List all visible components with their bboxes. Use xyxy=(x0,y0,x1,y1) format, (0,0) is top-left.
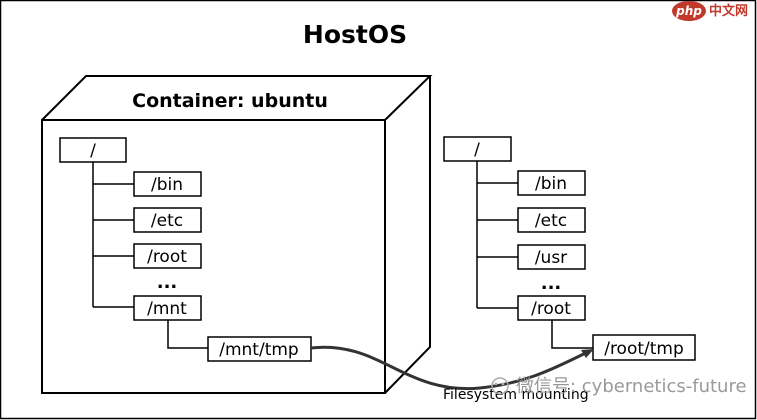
host-ellipsis: ... xyxy=(541,273,562,294)
container-node-bin: /bin xyxy=(133,171,202,197)
host-node-usr: /usr xyxy=(517,244,586,270)
php-logo-text: php xyxy=(675,4,702,18)
host-node-etc-label: /etc xyxy=(535,211,567,231)
wechat-icon xyxy=(491,377,509,395)
container-tree-lines xyxy=(92,162,208,349)
container-node-mnt-label: /mnt xyxy=(147,299,187,319)
host-node-root-tmp: /root/tmp xyxy=(592,334,696,361)
container-node-mnt: /mnt xyxy=(133,295,202,321)
host-node-etc: /etc xyxy=(517,207,586,233)
php-logo-cn-text: 中文网 xyxy=(709,3,748,19)
mount-label: Filesystem mounting xyxy=(443,387,589,403)
host-node-root-label: / xyxy=(474,140,480,160)
container-node-root-dir: /root xyxy=(133,243,202,269)
mount-arrowhead xyxy=(581,349,594,358)
mount-connector xyxy=(310,345,591,391)
wechat-id-text: 微信号: cybernetics-future xyxy=(516,376,747,397)
host-node-root-tmp-label: /root/tmp xyxy=(604,339,684,359)
container-box-side xyxy=(384,76,431,394)
container-box xyxy=(41,75,433,394)
container-node-root-label: / xyxy=(90,141,96,161)
container-title: Container: ubuntu xyxy=(132,90,328,112)
container-box-front xyxy=(41,119,386,394)
host-node-root-dir-label: /root xyxy=(531,299,571,319)
host-node-bin: /bin xyxy=(517,170,586,196)
container-box-top xyxy=(41,75,433,121)
container-node-bin-label: /bin xyxy=(151,175,183,195)
container-node-mnt-tmp-label: /mnt/tmp xyxy=(219,340,298,360)
container-node-etc: /etc xyxy=(133,207,202,233)
php-logo-badge xyxy=(672,1,706,21)
host-node-bin-label: /bin xyxy=(535,174,567,194)
host-tree-lines xyxy=(476,161,593,349)
host-node-root: / xyxy=(443,136,512,162)
container-ellipsis: ... xyxy=(157,272,178,293)
hostos-title: HostOS xyxy=(303,20,407,49)
host-node-root-dir: /root xyxy=(517,295,586,321)
container-node-root: / xyxy=(59,137,127,163)
container-node-root-dir-label: /root xyxy=(147,247,187,267)
host-node-usr-label: /usr xyxy=(535,248,567,268)
wechat-watermark: 微信号: cybernetics-future xyxy=(491,376,747,397)
php-logo: php 中文网 xyxy=(672,1,748,21)
container-node-etc-label: /etc xyxy=(151,211,183,231)
container-node-mnt-tmp: /mnt/tmp xyxy=(207,336,312,362)
